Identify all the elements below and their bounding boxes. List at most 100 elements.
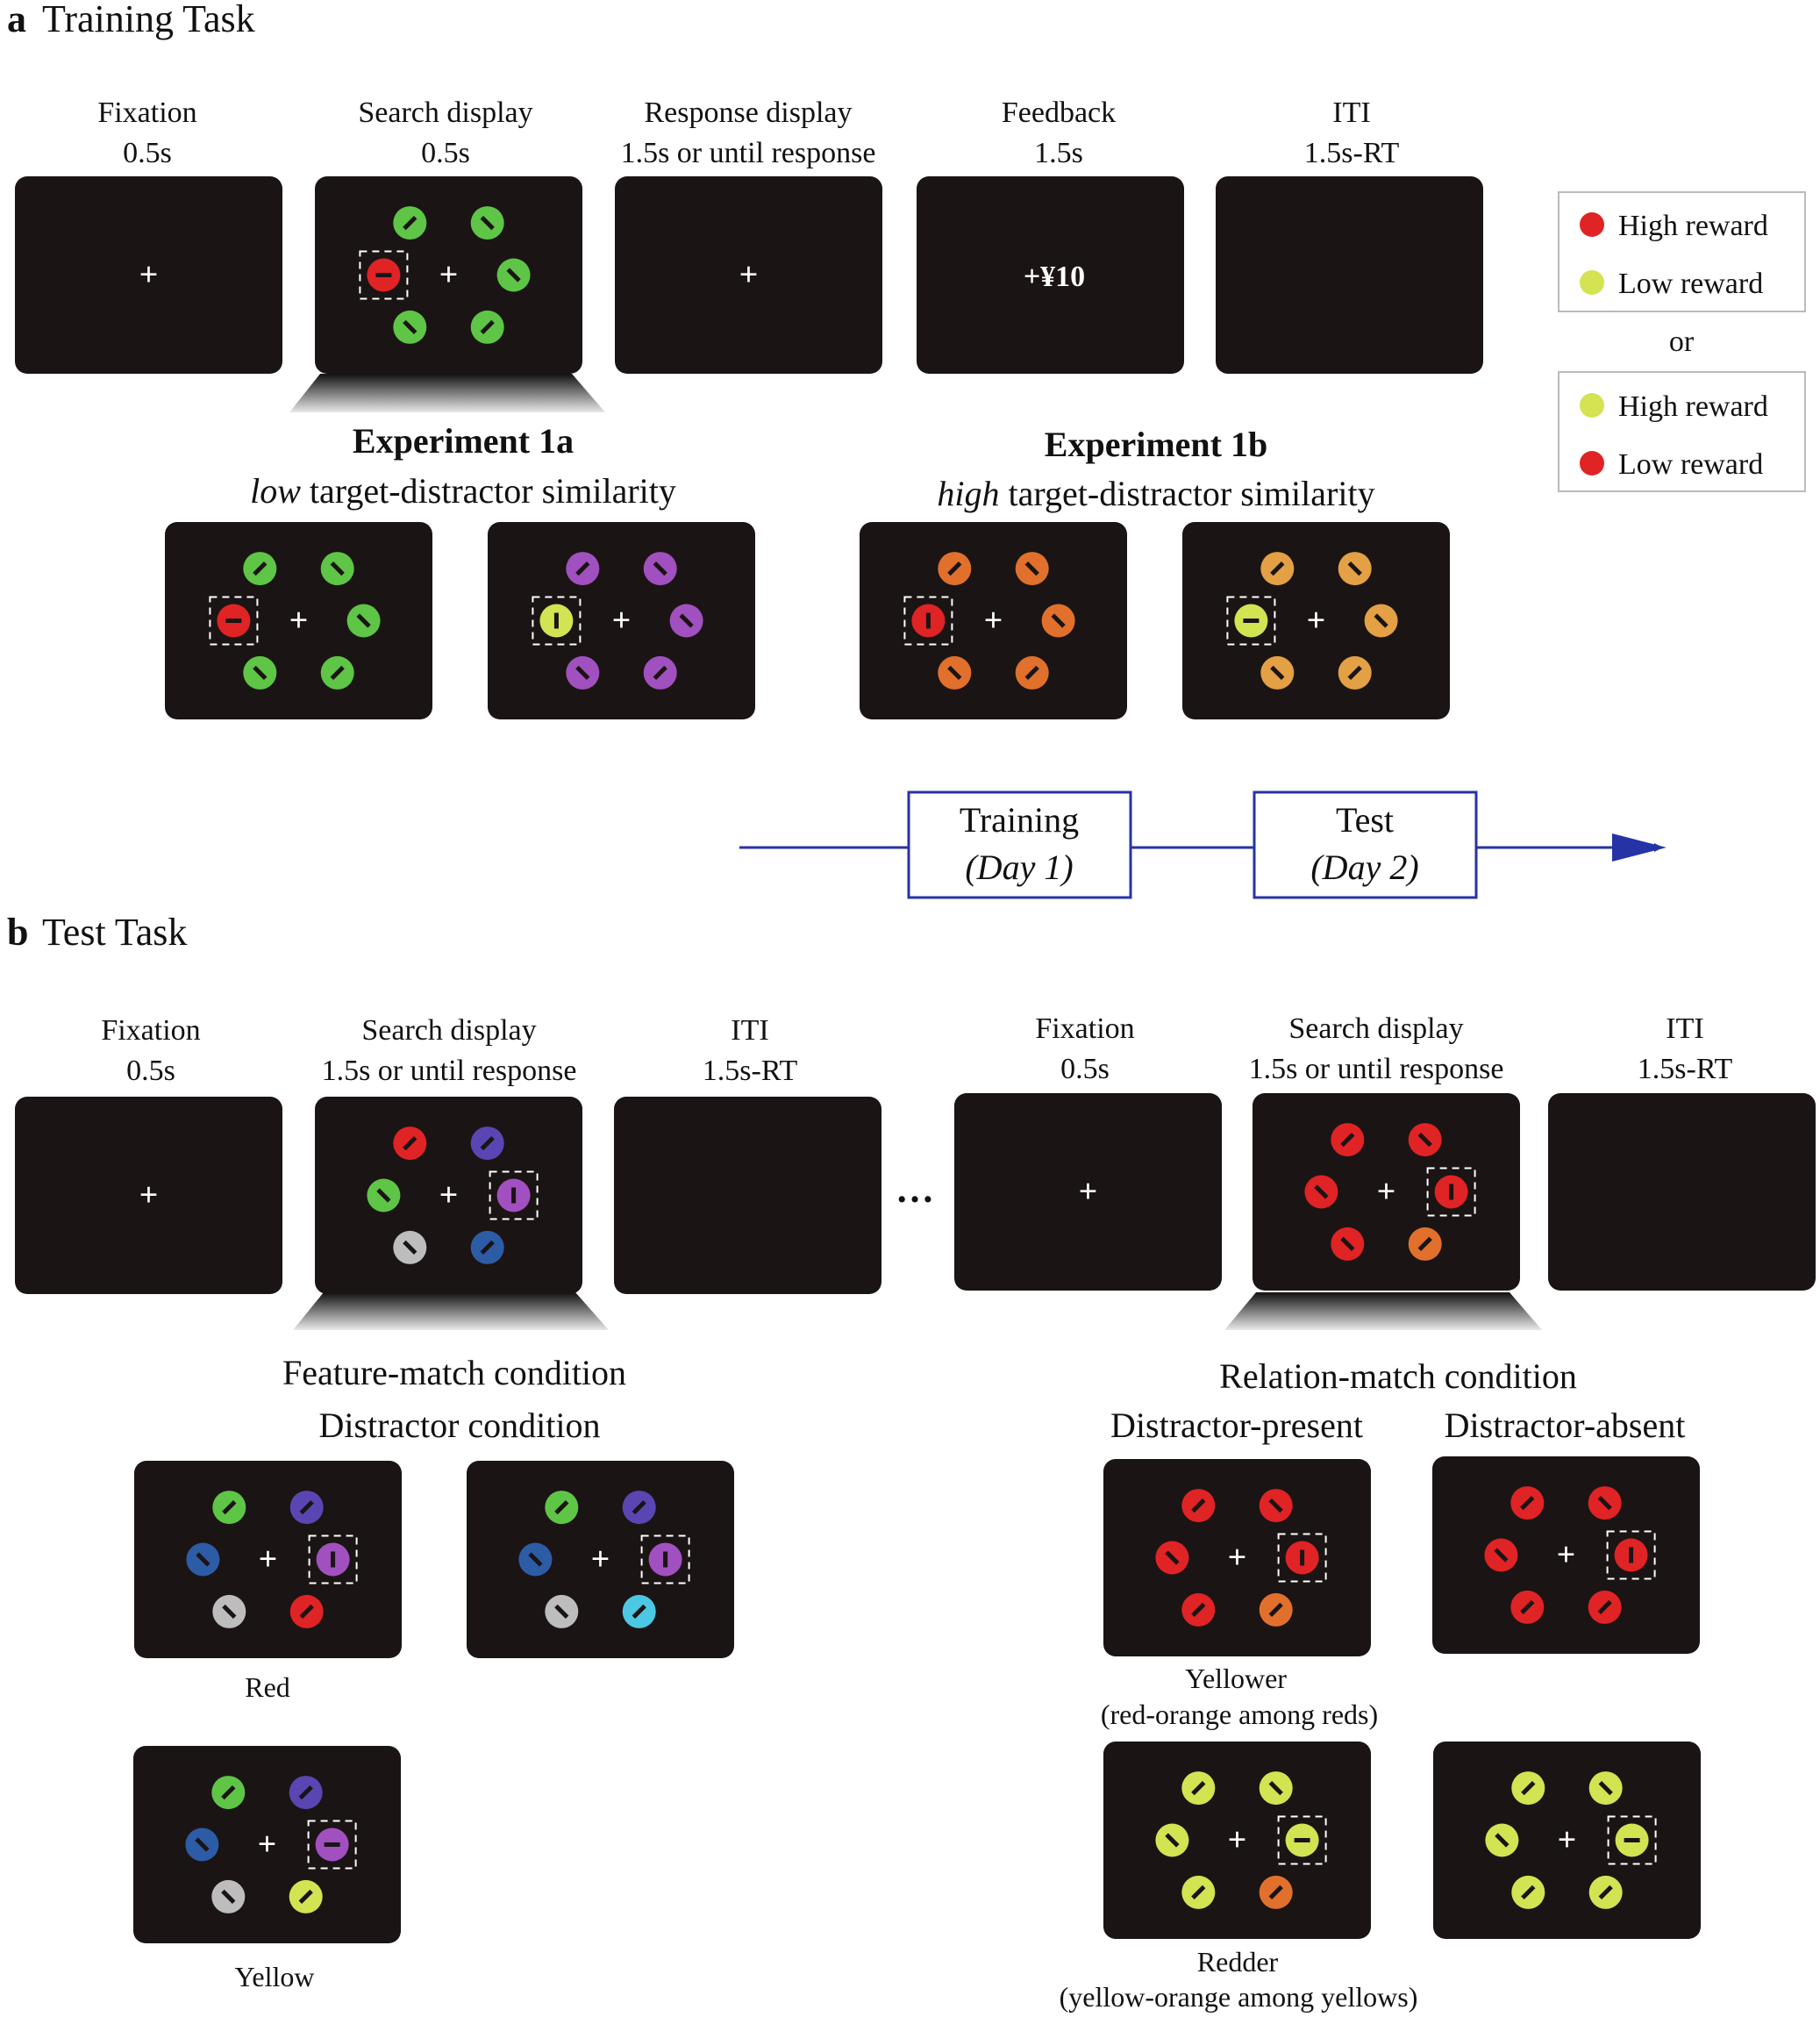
- zoom-wedge: [1224, 1292, 1542, 1330]
- subtitle-rest: target-distractor similarity: [301, 471, 676, 511]
- display-screen: +: [165, 522, 432, 719]
- target-frame: [1226, 596, 1276, 646]
- line-segment: [253, 561, 268, 576]
- search-item: [1277, 1533, 1327, 1583]
- subtitle-rest: target-distractor similarity: [1000, 474, 1375, 513]
- line-segment: [1521, 1885, 1536, 1900]
- step-name: ITI: [1666, 1012, 1703, 1045]
- display-screen: +: [1103, 1742, 1371, 1939]
- fixation-cross: +: [1228, 1822, 1247, 1859]
- line-segment: [1629, 1547, 1634, 1563]
- screen-background: [614, 1097, 881, 1294]
- fixation-cross: +: [1307, 603, 1326, 640]
- search-item: [496, 258, 531, 292]
- search-item: [307, 1820, 357, 1870]
- search-item: [1485, 1823, 1519, 1857]
- search-item: [1510, 1486, 1545, 1520]
- line-segment: [1300, 1549, 1305, 1566]
- display-screen: +: [488, 522, 755, 719]
- panel-b-letter: b: [7, 911, 28, 954]
- step-name: ITI: [1332, 97, 1370, 129]
- step-duration: 1.5s-RT: [1638, 1053, 1733, 1085]
- line-segment: [222, 1499, 237, 1515]
- search-item: [470, 310, 504, 344]
- fixation-cross: +: [289, 603, 309, 640]
- search-item: [212, 1491, 246, 1525]
- line-segment: [1494, 1548, 1509, 1563]
- search-item: [1260, 552, 1295, 586]
- display-screen: [1216, 176, 1483, 374]
- display-screen: +: [15, 176, 282, 374]
- search-item: [1155, 1541, 1189, 1575]
- label-red: Red: [245, 1671, 290, 1703]
- search-item: [1606, 1530, 1656, 1580]
- line-segment: [663, 1551, 668, 1568]
- line-segment: [947, 665, 962, 681]
- line-segment: [376, 1188, 391, 1203]
- line-segment: [480, 215, 495, 231]
- target-frame: [532, 596, 582, 646]
- search-item: [470, 206, 504, 240]
- fixation-cross: +: [612, 603, 632, 640]
- exp1a-title: Experiment 1a: [353, 421, 574, 461]
- line-segment: [331, 1551, 336, 1568]
- zoom-wedge: [293, 1292, 609, 1330]
- search-item: [211, 1879, 246, 1913]
- line-segment: [1314, 1184, 1329, 1199]
- screen-background: [1548, 1093, 1816, 1291]
- legend-label: Low reward: [1618, 268, 1763, 300]
- screen-background: [1103, 1459, 1371, 1656]
- search-item: [545, 1594, 579, 1628]
- panel-b-title: Test Task: [42, 911, 187, 954]
- line-segment: [506, 268, 521, 283]
- step-duration: 1.5s or until response: [621, 137, 876, 169]
- screen-background: [165, 522, 432, 719]
- fixation-cross: +: [439, 1177, 459, 1214]
- line-segment: [1268, 1885, 1283, 1900]
- step-duration: 1.5s or until response: [1249, 1053, 1504, 1085]
- target-frame: [1607, 1815, 1657, 1865]
- step-name: Fixation: [1035, 1012, 1134, 1045]
- target-frame: [1426, 1167, 1476, 1217]
- line-segment: [298, 1889, 313, 1905]
- exp1b-title: Experiment 1b: [1045, 425, 1267, 464]
- search-item: [938, 552, 972, 586]
- step-duration: 0.5s: [1060, 1053, 1110, 1085]
- line-segment: [1191, 1498, 1206, 1513]
- display-screen: +: [315, 176, 582, 374]
- search-item: [1260, 655, 1295, 690]
- search-item: [289, 1879, 323, 1913]
- timeline-box-line2: (Day 1): [965, 848, 1073, 887]
- search-item: [1511, 1771, 1545, 1806]
- search-item: [393, 310, 427, 344]
- yellow-dot-icon: [1580, 393, 1604, 418]
- relation-match-title: Relation-match condition: [1219, 1356, 1577, 1396]
- screen-background: [615, 176, 882, 374]
- display-screen: +: [134, 1461, 402, 1658]
- fixation-cross: +: [1377, 1174, 1396, 1211]
- search-item: [1364, 604, 1398, 638]
- step-duration: 0.5s: [123, 137, 172, 169]
- search-item: [186, 1542, 220, 1577]
- line-segment: [679, 613, 694, 628]
- display-screen: +: [1103, 1459, 1371, 1656]
- label-redder: Redder: [1197, 1946, 1279, 1978]
- line-segment: [1449, 1184, 1454, 1200]
- target-frame: [1606, 1530, 1656, 1580]
- display-screen: [614, 1097, 881, 1294]
- screen-background: [134, 1461, 402, 1658]
- display-screen: +: [1182, 522, 1450, 719]
- line-segment: [653, 561, 667, 576]
- search-item: [489, 1170, 539, 1220]
- line-segment: [403, 215, 418, 231]
- distractor-absent-header: Distractor-absent: [1445, 1405, 1686, 1445]
- search-item: [211, 1776, 246, 1810]
- step-name: Response display: [644, 97, 852, 129]
- screen-background: [315, 176, 582, 374]
- display-screen: +: [1433, 1742, 1701, 1939]
- search-item: [243, 552, 277, 586]
- search-item: [545, 1491, 579, 1525]
- feedback-reward-text: +¥10: [1024, 261, 1085, 293]
- screen-background: [467, 1461, 734, 1658]
